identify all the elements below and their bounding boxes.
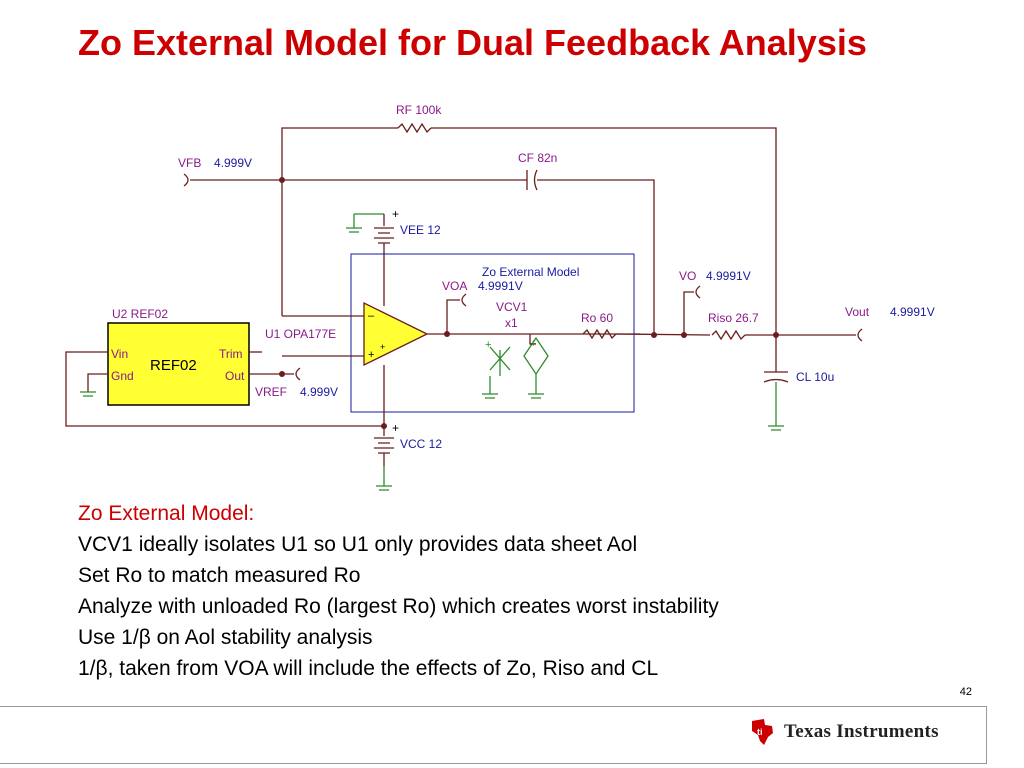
ti-logo: ti Texas Instruments [748,717,939,747]
rf-resistor [397,122,432,134]
vo-value: 4.9991V [706,269,751,283]
vref-value: 4.999V [300,385,338,399]
page-number: 42 [959,686,972,698]
svg-text:+: + [380,342,385,352]
slide-title: Zo External Model for Dual Feedback Anal… [78,22,867,63]
notes-line-2: Set Ro to match measured Ro [78,564,361,587]
vfb-probe [183,173,189,187]
notes-line-5: 1/β, taken from VOA will include the eff… [78,657,659,680]
notes-line-1: VCV1 ideally isolates U1 so U1 only prov… [78,533,638,556]
u1-label: U1 OPA177E [265,327,336,341]
vfb-label: VFB [178,156,201,170]
ref02-name: REF02 [150,357,197,374]
ref02-gnd: Gnd [111,369,134,383]
vo-label: VO [679,269,696,283]
svg-text:+: + [530,338,536,350]
svg-text:–: – [368,310,375,322]
zo-model-box [350,253,635,413]
ref02-chip [107,322,250,406]
vref-label: VREF [255,385,287,399]
rf-label: RF 100k [396,103,442,117]
ref02-vin: Vin [111,347,128,361]
cl-label: CL 10u [796,370,834,384]
notes-line-4: Use 1/β on Aol stability analysis [78,626,373,649]
opamp-u1 [363,301,429,367]
u2-label: U2 REF02 [112,307,168,321]
circuit-schematic: RF 100k CF 82n VFB 4.999V + VEE 12 Zo Ex… [65,103,935,491]
footer-bar [0,706,987,764]
vcv-gain: x1 [505,316,518,330]
notes-block: Zo External Model: VCV1 ideally isolates… [78,498,719,684]
vfb-value: 4.999V [214,156,252,170]
riso-label: Riso 26.7 [708,311,759,325]
vcc-battery [374,437,394,454]
voa-label: VOA [442,279,467,293]
ro-resistor [582,328,617,340]
vcv-label: VCV1 [496,300,528,314]
ro-label: Ro 60 [581,311,613,325]
vout-value: 4.9991V [890,305,935,319]
cf-label: CF 82n [518,151,557,165]
svg-text:+: + [392,421,399,435]
vcc-label: VCC 12 [400,437,442,451]
svg-text:+: + [485,339,491,351]
ti-state-icon: ti [752,719,773,745]
zo-box-label: Zo External Model [482,265,579,279]
vee-battery [374,227,394,244]
vee-label: VEE 12 [400,223,441,237]
notes-heading: Zo External Model: [78,502,255,525]
svg-text:+: + [368,349,374,361]
ref02-out: Out [225,369,245,383]
ti-logo-text: Texas Instruments [784,721,939,742]
riso-resistor [711,329,746,341]
notes-line-3: Analyze with unloaded Ro (largest Ro) wh… [78,595,719,618]
ref02-trim: Trim [219,347,243,361]
svg-text:ti: ti [757,727,763,737]
vout-label: Vout [845,305,870,319]
voa-value: 4.9991V [478,279,523,293]
cf-capacitor [526,169,538,191]
cl-capacitor [763,371,789,383]
svg-text:+: + [392,207,399,221]
